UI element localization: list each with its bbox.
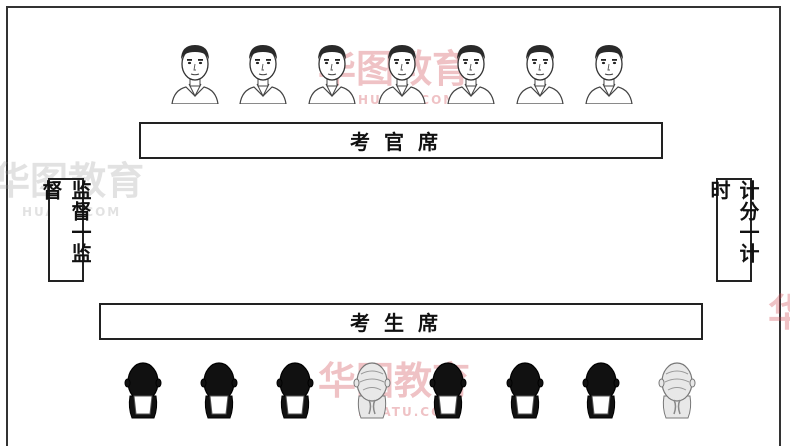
candidate-figure — [343, 356, 401, 420]
examiner-figure — [166, 40, 224, 105]
examiner-seat-label: 考官席 — [350, 130, 452, 154]
candidate-figure — [114, 356, 172, 420]
candidate-seat-label: 考生席 — [350, 311, 452, 335]
examiner-figure — [511, 40, 569, 105]
diagram-frame — [6, 6, 781, 446]
candidate-figure — [648, 356, 706, 420]
examiner-figure — [373, 40, 431, 105]
examiner-figure — [442, 40, 500, 105]
candidate-figure — [190, 356, 248, 420]
candidate-figure — [496, 356, 554, 420]
examiner-figure — [234, 40, 292, 105]
candidate-figure — [266, 356, 324, 420]
supervision-box: 监督一监督 — [39, 178, 92, 282]
examiner-seat-box: 考官席 — [139, 122, 663, 159]
examiner-figure — [303, 40, 361, 105]
candidate-figure — [572, 356, 630, 420]
scoring-box: 计分一计时 — [707, 178, 760, 282]
candidate-figure — [419, 356, 477, 420]
scoring-label: 计分一计时 — [707, 180, 760, 264]
examiner-figure — [580, 40, 638, 105]
supervision-label: 监督一监督 — [39, 180, 92, 264]
candidate-seat-box: 考生席 — [99, 303, 703, 340]
